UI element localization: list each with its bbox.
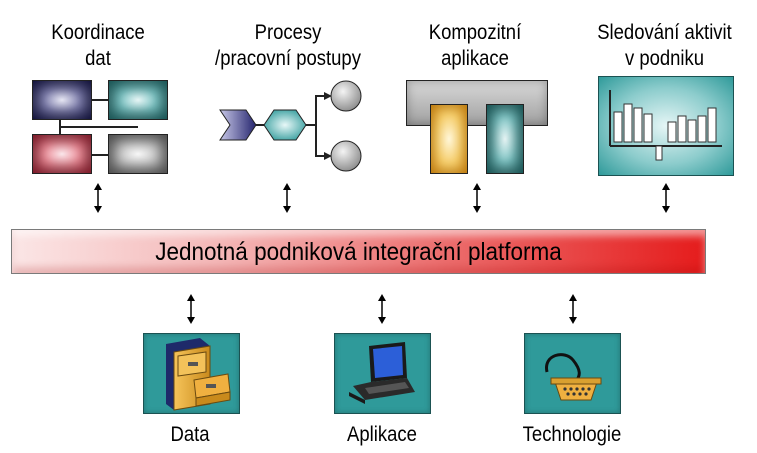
- application-tile: [334, 333, 431, 414]
- bottom-label-technology: Technologie: [522, 423, 622, 446]
- data-tile: [143, 333, 240, 414]
- laptop-icon: [349, 342, 415, 404]
- column-title-data-coordination: Koordinace dat: [51, 21, 145, 70]
- platform-label: Jednotná podniková integrační platforma: [155, 238, 562, 266]
- composite-app-icon: [406, 76, 550, 180]
- bottom-label-application: Aplikace: [347, 423, 417, 446]
- double-arrow-icon: [283, 183, 291, 213]
- column-title-activity-monitoring: Sledování aktivit v podniku: [597, 21, 732, 70]
- process-flow-icon: [216, 76, 366, 180]
- column-title-composite-apps: Kompozitní aplikace: [428, 21, 522, 70]
- filing-cabinet-icon: [166, 338, 231, 411]
- double-arrow-icon: [378, 294, 386, 324]
- double-arrow-icon: [569, 294, 577, 324]
- double-arrow-icon: [662, 183, 670, 213]
- bottom-label-data: Data: [170, 423, 210, 446]
- double-arrow-icon: [187, 294, 195, 324]
- technology-tile: [524, 333, 621, 414]
- activity-monitor-icon: [598, 76, 734, 176]
- data-coordination-icon: [28, 76, 170, 180]
- column-title-processes: Procesy /pracovní postupy: [215, 21, 361, 70]
- double-arrow-icon: [94, 183, 102, 213]
- serial-connector-icon: [545, 353, 602, 401]
- integration-platform-bar: Jednotná podniková integrační platforma: [11, 229, 706, 274]
- double-arrow-icon: [473, 183, 481, 213]
